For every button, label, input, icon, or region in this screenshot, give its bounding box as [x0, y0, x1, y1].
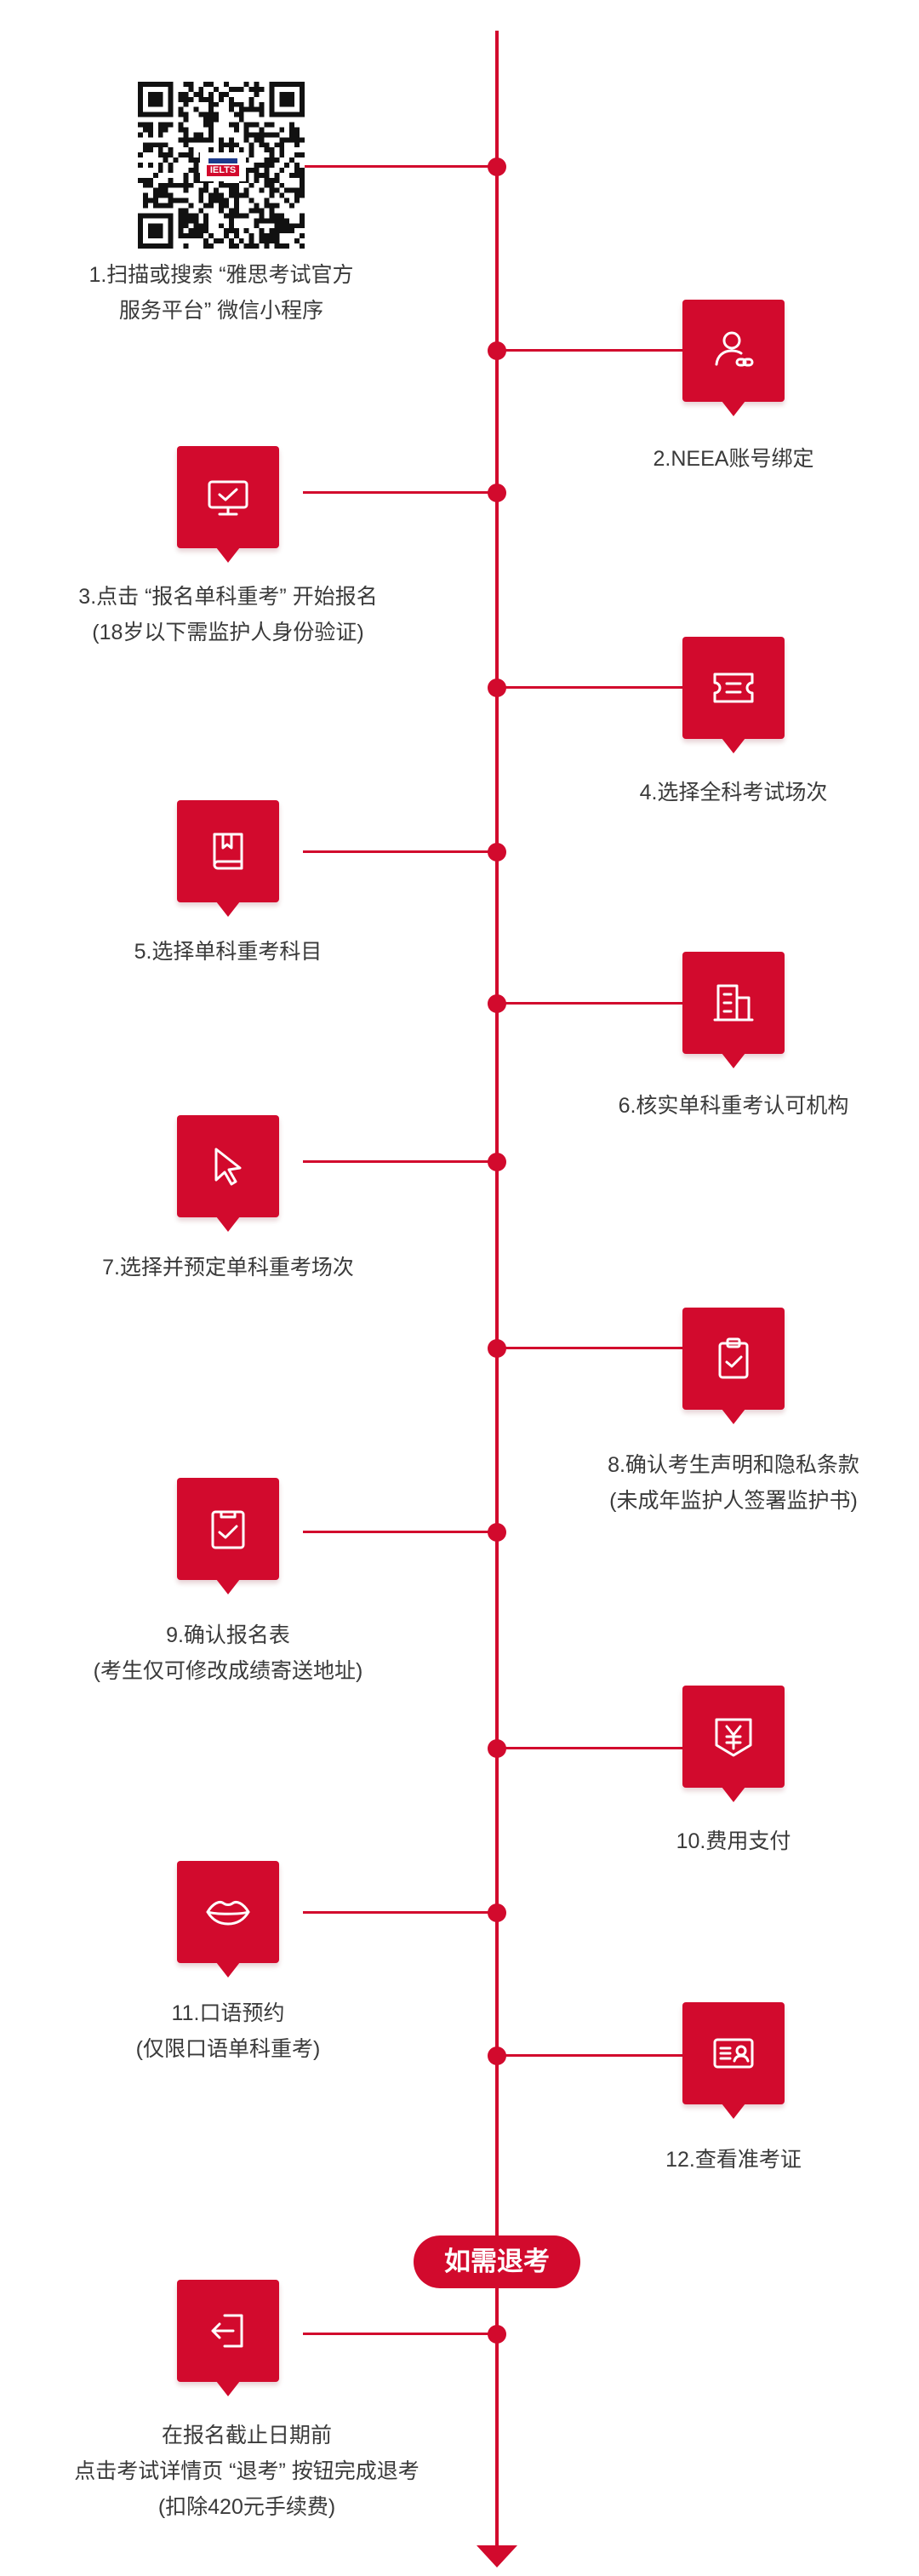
step-11-icon-box: [177, 1861, 279, 1978]
step-5-dot: [488, 843, 506, 862]
step-11-dot: [488, 1903, 506, 1922]
step-8-icon-box: [682, 1308, 785, 1424]
step-10-connector: [497, 1747, 684, 1749]
step-8-connector: [497, 1347, 684, 1349]
step-6-label: 6.核实单科重考认可机构: [618, 1094, 849, 1118]
step-7-label: 7.选择并预定单科重考场次: [102, 1256, 354, 1279]
step-2-dot: [488, 341, 506, 360]
step-3-icon-box: [177, 446, 279, 563]
step-3-dot: [488, 484, 506, 502]
step-9-icon-box: [177, 1478, 279, 1594]
step-4-dot: [488, 678, 506, 697]
monitor-check-icon: [208, 480, 248, 516]
book-icon: [213, 833, 243, 870]
step-3-connector: [303, 491, 497, 494]
clipboard-check-icon: [718, 1337, 749, 1379]
step-6-dot: [488, 994, 506, 1013]
step-4-label: 4.选择全科考试场次: [639, 781, 828, 804]
step-2-connector: [497, 349, 684, 352]
step-1-label: 1.扫描或搜索 “雅思考试官方 服务平台” 微信小程序: [88, 263, 354, 323]
step-8-dot: [488, 1339, 506, 1358]
step-2-icon-box: [682, 300, 785, 416]
step-7-icon-box: [177, 1115, 279, 1232]
yuan-icon: [715, 1718, 752, 1757]
step-7-dot: [488, 1153, 506, 1171]
step-9-connector: [303, 1531, 497, 1533]
exit-icon: [211, 2314, 243, 2348]
step-12-connector: [497, 2054, 684, 2057]
step-3-label: 3.点击 “报名单科重考” 开始报名 (18岁以下需监护人身份验证): [78, 585, 378, 644]
step-11-connector: [303, 1911, 497, 1914]
step-1-dot: [488, 157, 506, 176]
refund-connector: [303, 2333, 497, 2335]
step-5-connector: [303, 850, 497, 853]
step-7-connector: [303, 1160, 497, 1163]
refund-label: 在报名截止日期前 点击考试详情页 “退考” 按钮完成退考 (扣除420元手续费): [74, 2424, 420, 2519]
step-12-label: 12.查看准考证: [665, 2148, 802, 2172]
ielts-logo: IELTS: [200, 152, 246, 181]
ticket-icon: [713, 673, 754, 703]
step-4-connector: [497, 686, 684, 689]
step-4-icon-box: [682, 637, 785, 753]
step-5-icon-box: [177, 800, 279, 917]
step-9-dot: [488, 1523, 506, 1542]
step-10-label: 10.费用支付: [676, 1829, 791, 1853]
refund-section-pill: 如需退考: [414, 2235, 580, 2288]
form-check-icon: [211, 1510, 245, 1549]
step-9-label: 9.确认报名表 (考生仅可修改成绩寄送地址): [93, 1623, 363, 1683]
step-12-icon-box: [682, 2002, 785, 2119]
refund-dot: [488, 2325, 506, 2344]
step-6-connector: [497, 1002, 684, 1005]
step-8-label: 8.确认考生声明和隐私条款 (未成年监护人签署监护书): [608, 1453, 859, 1513]
step-6-icon-box: [682, 952, 785, 1068]
step-2-label: 2.NEEA账号绑定: [653, 447, 814, 471]
step-12-dot: [488, 2046, 506, 2065]
id-card-icon: [713, 2038, 754, 2069]
step-5-label: 5.选择单科重考科目: [134, 940, 323, 964]
step-11-label: 11.口语预约 (仅限口语单科重考): [135, 2001, 321, 2061]
lips-icon: [206, 1900, 250, 1926]
timeline-arrow-down-icon: [477, 2545, 517, 2567]
step-10-icon-box: [682, 1686, 785, 1802]
building-icon: [713, 984, 754, 1022]
cursor-icon: [214, 1148, 242, 1186]
refund-icon-box: [177, 2280, 279, 2396]
step-10-dot: [488, 1739, 506, 1758]
step-1-connector: [305, 165, 497, 168]
user-link-icon: [715, 331, 754, 367]
timeline-spine: [495, 31, 499, 2547]
wechat-mini-program-qr-code[interactable]: IELTS: [138, 82, 305, 249]
